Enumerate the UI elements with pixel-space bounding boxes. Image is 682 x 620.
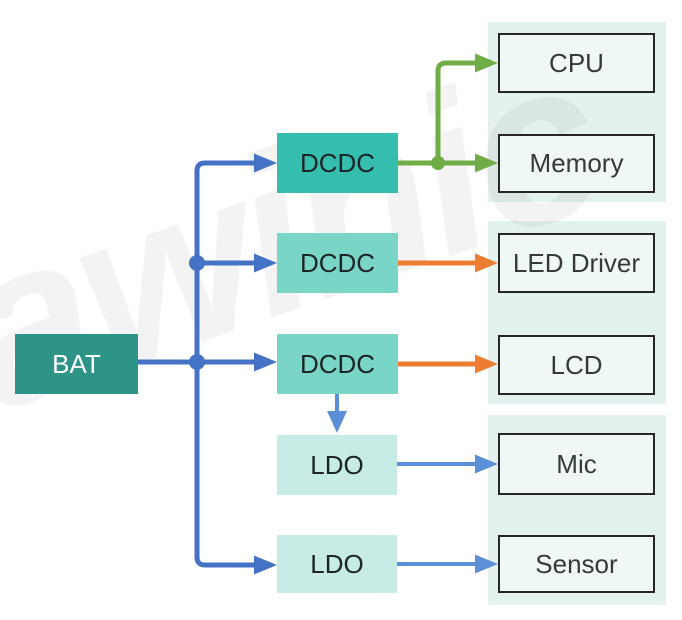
load-sensor: Sensor xyxy=(498,535,655,593)
node-ldo-sensor: LDO xyxy=(277,535,397,593)
arrowhead-to-dcdc3 xyxy=(254,352,277,372)
load-memory: Memory xyxy=(498,134,655,193)
load-lcd: LCD xyxy=(498,335,655,395)
node-dcdc-middle-label: DCDC xyxy=(299,247,376,278)
node-bat: BAT xyxy=(15,334,138,394)
arrowhead-to-ldo2 xyxy=(254,555,277,575)
blue-arrowheads xyxy=(189,153,277,575)
node-dcdc-bottom-label: DCDC xyxy=(299,348,376,379)
load-led-driver: LED Driver xyxy=(498,233,655,293)
load-cpu-label: CPU xyxy=(549,47,604,78)
arrowhead-to-dcdc2 xyxy=(254,253,277,273)
node-ldo-sensor-label: LDO xyxy=(310,548,364,579)
edge-dcdc1-cpu-line xyxy=(435,60,480,166)
load-memory-label: Memory xyxy=(529,148,624,178)
load-cpu: CPU xyxy=(498,33,655,93)
node-dcdc-middle: DCDC xyxy=(277,233,398,293)
load-sensor-label: Sensor xyxy=(535,548,618,579)
junction-dot-bat xyxy=(189,354,205,370)
junction-dot-green xyxy=(431,156,445,170)
blue-trunk-vertical-bottom xyxy=(194,359,262,568)
load-mic: Mic xyxy=(498,433,655,495)
node-dcdc-top: DCDC xyxy=(277,133,398,193)
arrowhead-to-dcdc1 xyxy=(254,153,277,173)
node-dcdc-bottom: DCDC xyxy=(277,334,398,394)
arrowhead-to-ldo1 xyxy=(327,411,347,433)
node-bat-label: BAT xyxy=(52,348,101,379)
load-lcd-label: LCD xyxy=(550,349,603,380)
edge-bat-trunk xyxy=(135,160,262,568)
node-ldo-mic: LDO xyxy=(277,435,397,495)
load-led-driver-label: LED Driver xyxy=(512,247,641,278)
node-dcdc-top-label: DCDC xyxy=(299,147,376,178)
node-ldo-mic-label: LDO xyxy=(310,449,364,480)
edge-dcdc1-outputs xyxy=(395,60,480,166)
edge-orange-outputs xyxy=(395,260,480,367)
blue-trunk-vertical-top xyxy=(194,160,261,365)
junction-dot-dcdc2 xyxy=(189,255,205,271)
load-mic-label: Mic xyxy=(556,448,597,479)
